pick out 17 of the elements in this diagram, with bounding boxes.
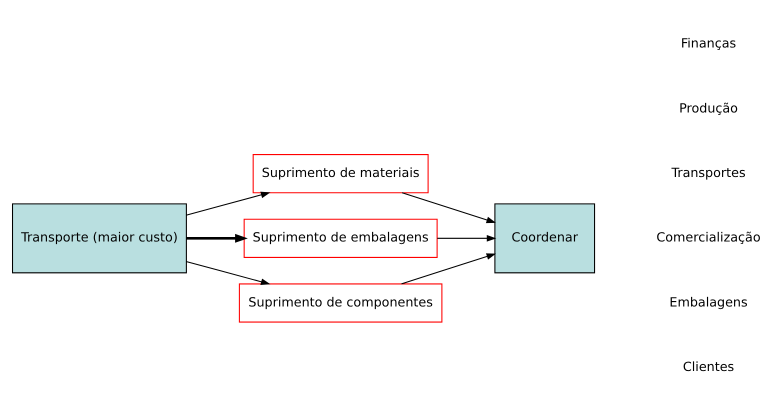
node-box: Suprimento de embalagens (244, 218, 438, 258)
node-box: Suprimento de materiais (252, 154, 429, 193)
arrow (186, 260, 270, 285)
arrow (186, 191, 270, 216)
node-box: Suprimento de componentes (238, 282, 442, 322)
arrow (402, 192, 496, 223)
arrow (401, 252, 496, 284)
label: Comercialização (656, 229, 761, 244)
label: Transportes (671, 164, 746, 180)
label: Clientes (682, 358, 734, 374)
label: Embalagens (669, 294, 748, 309)
arrow (437, 234, 496, 242)
node-box: Coordenar (494, 202, 596, 273)
node-box: Transporte (maior custo) (12, 202, 187, 273)
arrow (186, 233, 248, 242)
label: Finanças (680, 35, 736, 50)
label: Produção (679, 100, 738, 115)
